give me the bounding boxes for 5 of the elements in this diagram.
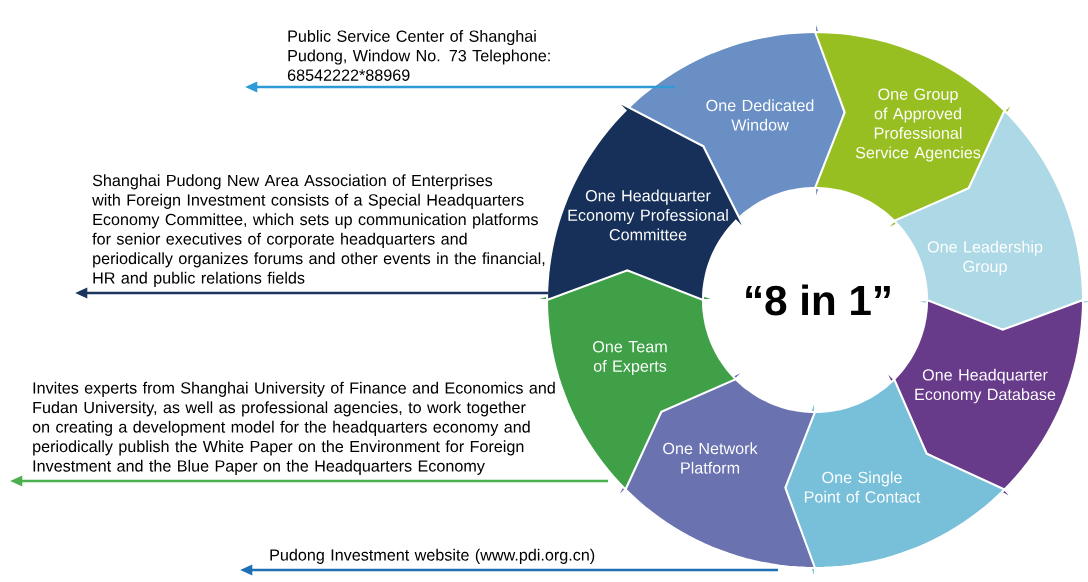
edge-label: Invites experts from Shanghai University of Finance and Economics and Fudan University, as well as professional agencies, to work together on creating a development model for the headquarters economy and periodically publish the White Paper on the Environment for Foreign Investment and the Blue Paper on the Headquarters Economy (32, 381, 555, 475)
edge-label: Public Service Center of Shanghai Pudong, Window No. 73 Telephone: 68542222*88969 (287, 30, 550, 81)
edge-label: Shanghai Pudong New Area Association of Enterprises with Foreign Investment consists of a Special Headquarters Economy Committee, which sets up communication platforms for senior executives of corporate headquarters and periodically organizes forums and other events in the financial, HR and public relations fields (92, 174, 545, 287)
center-label: “8 in 1” (746, 284, 890, 316)
edge-label: Pudong Investment website (www.pdi.org.cn) (270, 548, 595, 564)
